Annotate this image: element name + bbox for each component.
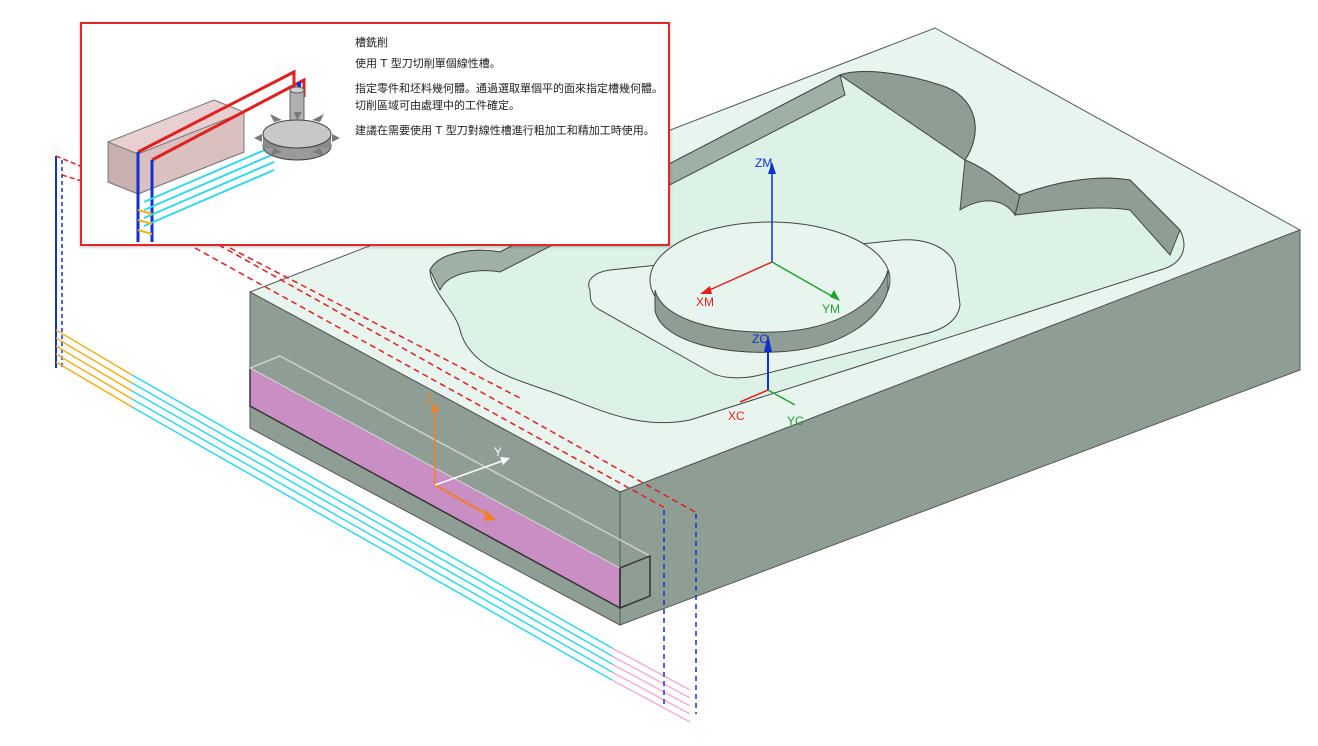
axis-label-yc: YC xyxy=(787,414,804,428)
slot-milling-illustration xyxy=(107,69,340,242)
pocket-wall-right xyxy=(1014,177,1181,256)
axis-label-z: Z xyxy=(425,392,432,406)
axis-label-xm: XM xyxy=(696,295,714,309)
axis-label-xc: XC xyxy=(728,409,745,423)
axis-label-y: Y xyxy=(494,445,502,459)
tool-path-passes xyxy=(55,329,691,723)
boss-side xyxy=(654,269,889,353)
slot-csys[interactable]: Z Y xyxy=(425,392,510,521)
tooltip-paragraph: 使用 T 型刀切削單個線性槽。 xyxy=(355,57,501,70)
tooltip-title: 槽銑削 xyxy=(355,36,388,49)
axis-label-zm: ZM xyxy=(755,156,772,170)
operation-tooltip: 槽銑削 使用 T 型刀切削單個線性槽。 指定零件和坯料幾何體。通過選取單個平的面… xyxy=(80,22,670,246)
work-csys[interactable]: ZC XC YC xyxy=(728,332,804,428)
tooltip-paragraph: 建議在需要使用 T 型刀對線性槽進行粗加工和精加工時使用。 xyxy=(355,124,655,137)
slot-box-edge xyxy=(619,554,651,610)
axis-label-ym: YM xyxy=(822,302,840,316)
machine-csys[interactable]: ZM XM YM xyxy=(696,156,840,316)
tooltip-paragraph: 指定零件和坯料幾何體。通過選取單個平的面來指定槽幾何體。切削區域可由處理中的工件… xyxy=(355,82,663,112)
axis-label-zc: ZC xyxy=(752,332,768,346)
tool-path-clearance xyxy=(194,239,697,714)
pocket-wall xyxy=(838,71,1021,217)
